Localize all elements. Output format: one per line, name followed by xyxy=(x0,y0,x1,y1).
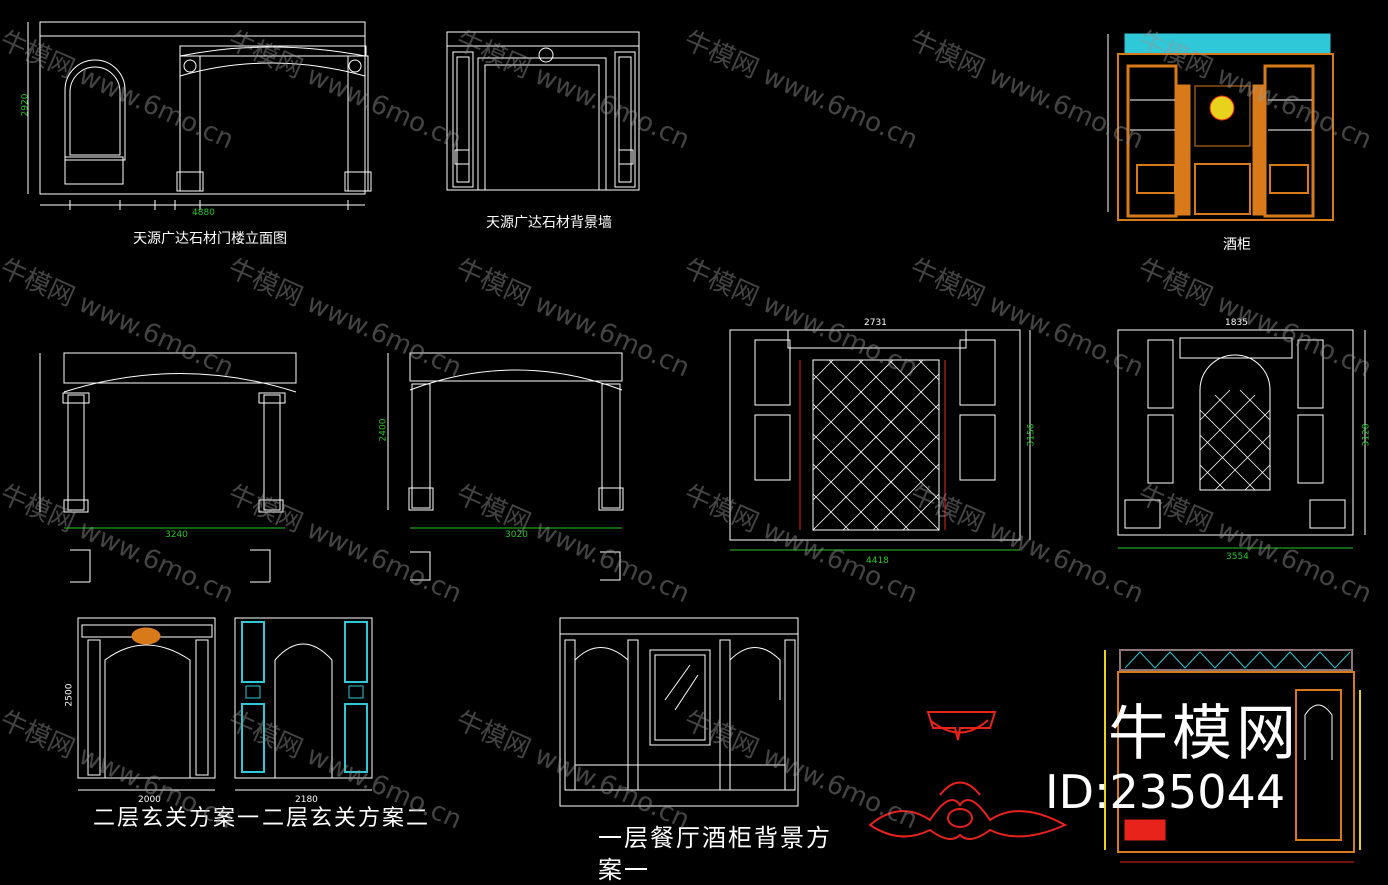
dim-h2: 2400 xyxy=(378,418,389,442)
dim-d2-total: 3240 xyxy=(165,530,188,540)
caption-dining-line1: 一层餐厅酒柜背景方 xyxy=(598,824,832,852)
drawing-diamond-panel-wall xyxy=(729,329,1031,551)
caption-wine-cabinet: 酒柜 xyxy=(1223,237,1251,253)
red-ornaments xyxy=(868,711,1068,840)
drawing-arched-panel-wall xyxy=(1117,329,1366,549)
dim-h4: 3128 xyxy=(1361,423,1372,447)
dim-d6-w1: 2000 xyxy=(138,795,161,805)
caption-foyer-1: 二层玄关方案一 xyxy=(93,806,262,831)
drawing-stone-gate-elevation xyxy=(27,21,372,210)
dim-h5: 2500 xyxy=(64,683,75,707)
dim-h1: 2920 xyxy=(20,93,31,117)
caption-stone-gate: 天源广达石材门楼立面图 xyxy=(133,231,287,247)
dim-d6-w2: 2180 xyxy=(295,795,318,805)
dim-d3-total: 3020 xyxy=(505,530,528,540)
caption-stone-wall: 天源广达石材背景墙 xyxy=(486,215,612,231)
drawing-stone-background-wall xyxy=(446,31,640,191)
drawing-wine-cabinet xyxy=(1107,33,1334,221)
drawing-arch-columns-b xyxy=(387,352,624,581)
drawing-bottom-right-cabinet xyxy=(1104,649,1361,863)
dim-d1-total: 4880 xyxy=(192,208,215,218)
brand-name: 牛模网 xyxy=(1108,699,1300,769)
caption-foyer-2: 二层玄关方案二 xyxy=(262,806,431,831)
brand-id: ID:235044 xyxy=(1045,765,1286,819)
drawing-dining-cabinet xyxy=(559,617,799,807)
drawing-foyer-scheme-1 xyxy=(77,617,216,791)
drawing-arch-columns-a xyxy=(39,352,297,583)
dim-d5-total: 3554 xyxy=(1226,552,1249,562)
dim-d4-total: 4418 xyxy=(866,556,889,566)
drawing-foyer-scheme-2 xyxy=(234,617,373,791)
dim-top-bay: 2731 xyxy=(864,318,887,328)
caption-dining-line2: 案一 xyxy=(598,856,650,884)
dim-h3: 3156 xyxy=(1026,423,1037,447)
dim-top-bay2: 1835 xyxy=(1225,318,1248,328)
